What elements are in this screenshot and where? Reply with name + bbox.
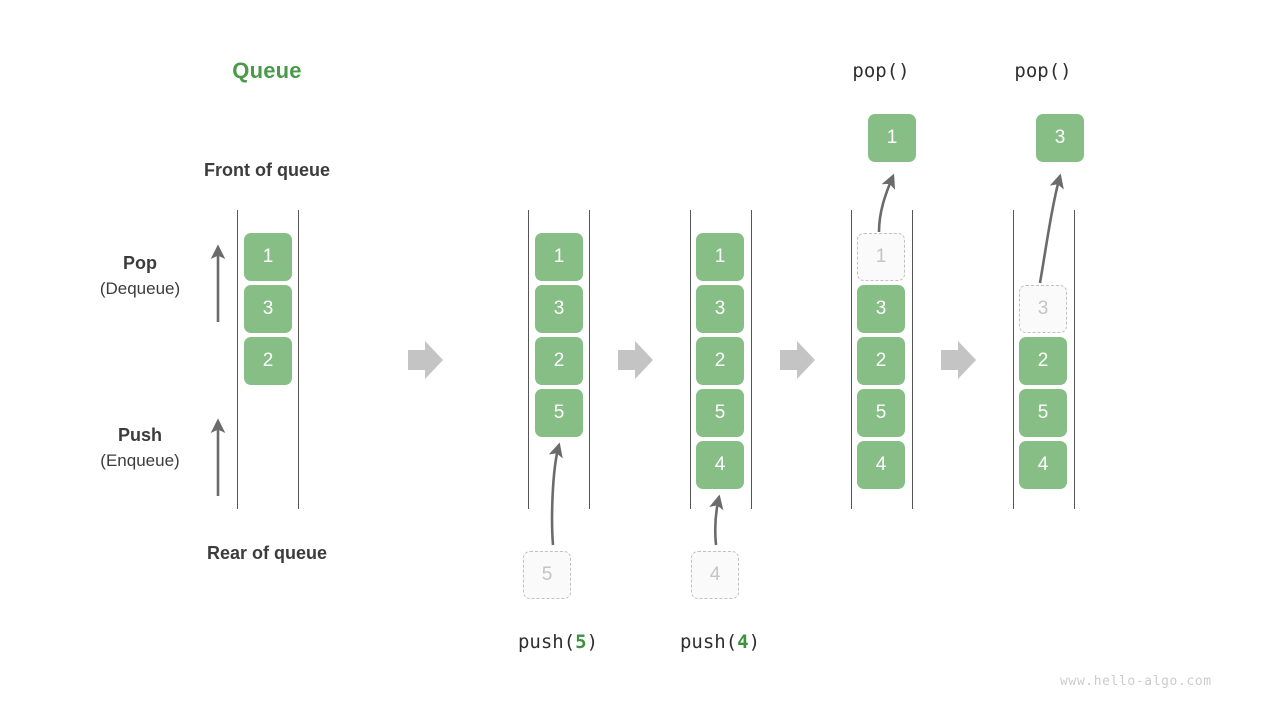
caption-pop-1: pop() (852, 60, 910, 82)
push-annotation: Push (Enqueue) (55, 422, 225, 474)
incoming-element-ghost: 5 (523, 551, 571, 599)
rail-left-col-1 (237, 210, 238, 509)
caption-push-5-arg: 5 (575, 631, 587, 653)
rail-left-col-4 (851, 210, 852, 509)
caption-push-5-close: ) (586, 631, 599, 653)
queue-cell-new: 4 (696, 441, 744, 489)
page-title: Queue (232, 58, 302, 83)
pop-label: Pop (123, 253, 157, 273)
rail-left-col-2 (528, 210, 529, 509)
queue-cell: 3 (857, 285, 905, 333)
rail-left-col-3 (690, 210, 691, 509)
dequeue-label: (Dequeue) (99, 279, 181, 298)
removed-element-ghost: 1 (857, 233, 905, 281)
queue-cell: 2 (857, 337, 905, 385)
pop-annotation: Pop (Dequeue) (55, 250, 225, 302)
queue-cell: 4 (857, 441, 905, 489)
push-4-arrow (709, 494, 724, 546)
pop-2-arrow (1038, 173, 1064, 284)
push-5-arrow (548, 442, 563, 546)
rail-left-col-5 (1013, 210, 1014, 509)
caption-push-5-fn: push( (517, 631, 576, 653)
flow-arrow-icon (408, 341, 443, 379)
rail-right-col-5 (1074, 210, 1075, 509)
popped-element: 1 (868, 114, 916, 162)
caption-push-4: push(4) (640, 631, 800, 653)
queue-cell: 2 (535, 337, 583, 385)
caption-push-4-fn: push( (679, 631, 738, 653)
caption-push-4-close: ) (748, 631, 761, 653)
push-label: Push (117, 425, 162, 445)
queue-cell: 5 (1019, 389, 1067, 437)
queue-cell: 2 (244, 337, 292, 385)
rail-right-col-3 (751, 210, 752, 509)
front-of-queue-label: Front of queue (204, 160, 330, 180)
enqueue-label: (Enqueue) (100, 451, 180, 470)
flow-arrow-icon (780, 341, 815, 379)
rail-right-col-4 (912, 210, 913, 509)
incoming-element-ghost: 4 (691, 551, 739, 599)
queue-cell: 1 (244, 233, 292, 281)
rail-right-col-2 (589, 210, 590, 509)
queue-cell: 2 (696, 337, 744, 385)
queue-cell: 4 (1019, 441, 1067, 489)
watermark: www.hello-algo.com (1060, 674, 1212, 689)
queue-cell: 5 (696, 389, 744, 437)
caption-push-4-arg: 4 (737, 631, 749, 653)
rail-right-col-1 (298, 210, 299, 509)
queue-cell: 3 (696, 285, 744, 333)
removed-element-ghost: 3 (1019, 285, 1067, 333)
rear-of-queue-label: Rear of queue (206, 543, 328, 563)
queue-cell: 3 (244, 285, 292, 333)
pop-1-arrow (877, 173, 896, 233)
queue-cell: 5 (857, 389, 905, 437)
queue-cell-new: 5 (535, 389, 583, 437)
caption-pop-2: pop() (1014, 60, 1072, 82)
popped-element: 3 (1036, 114, 1084, 162)
queue-cell: 1 (696, 233, 744, 281)
flow-arrow-icon (618, 341, 653, 379)
queue-cell: 1 (535, 233, 583, 281)
queue-cell: 3 (535, 285, 583, 333)
caption-push-5: push(5) (478, 631, 638, 653)
queue-cell: 2 (1019, 337, 1067, 385)
flow-arrow-icon (941, 341, 976, 379)
